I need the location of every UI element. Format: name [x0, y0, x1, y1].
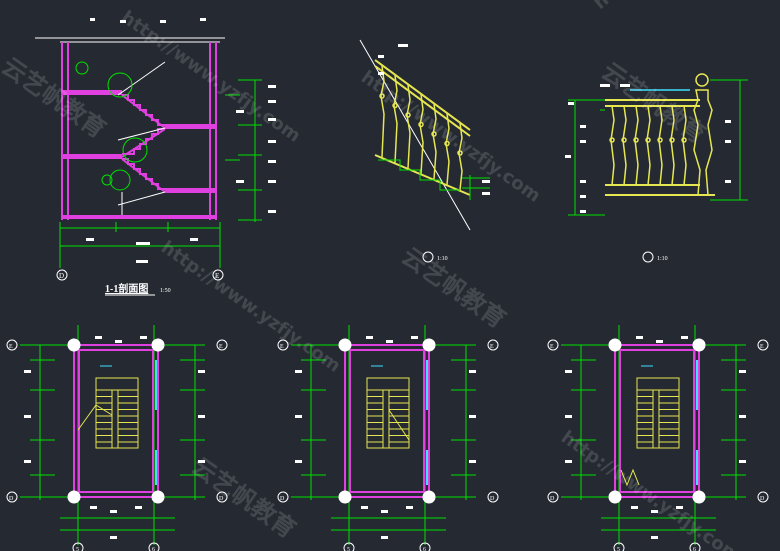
baluster	[406, 84, 411, 169]
baluster-knob	[444, 140, 450, 147]
watermark-brand-1: 云艺帆教育	[0, 52, 111, 144]
watermark-url-4: http://www.yzfjy.com	[590, 0, 767, 14]
axis-label: E	[219, 344, 223, 350]
stair-plans: E E D D 5 6 E E D D 5 6 E E D D 5 6	[6, 325, 769, 551]
section-1-1-drawing: D E 1-1剖面图 1:50	[35, 18, 276, 296]
baluster-knob	[633, 137, 639, 143]
section-axis-left: D	[59, 272, 64, 280]
baluster	[682, 105, 687, 186]
axis-label: D	[280, 496, 285, 502]
baluster-knob	[405, 112, 411, 118]
watermark-brand-3: 云艺帆教育	[597, 57, 711, 149]
baluster	[432, 103, 437, 180]
watermark-brand-2: 云艺帆教育	[397, 242, 511, 334]
section-axis-right: E	[215, 272, 219, 280]
section-scale: 1:50	[160, 288, 171, 294]
baluster-knob	[418, 121, 424, 128]
baluster	[646, 105, 651, 186]
axis-label: 6	[423, 547, 426, 551]
baluster	[458, 122, 463, 191]
baluster	[445, 113, 450, 185]
stair-plan-3: E E D D 5 6	[547, 325, 769, 551]
baluster	[610, 105, 615, 186]
baluster	[622, 105, 627, 186]
axis-label: E	[490, 344, 494, 350]
section-stair-flights	[121, 94, 166, 193]
axis-label: 5	[347, 547, 350, 551]
baluster-knob	[621, 137, 627, 143]
axis-label: E	[280, 344, 284, 350]
baluster-knob	[379, 93, 385, 99]
section-slabs	[62, 90, 216, 219]
baluster-knob	[645, 137, 651, 143]
baluster	[380, 65, 385, 158]
stair-plan-1: E E D D 5 6	[6, 325, 228, 551]
baluster	[658, 105, 663, 186]
railing-detail-angled: 1:10	[359, 39, 490, 263]
axis-label: D	[9, 496, 14, 502]
axis-label: E	[550, 344, 554, 350]
baluster-knob	[609, 137, 615, 143]
axis-label: 5	[617, 547, 620, 551]
axis-label: E	[760, 344, 764, 350]
watermark-url-5: http://www.yzfjy.com	[557, 427, 744, 551]
axis-label: D	[490, 496, 495, 502]
watermark-url-2: http://www.yzfjy.com	[357, 67, 544, 207]
railing-detail-elevation: 1:10	[565, 73, 748, 263]
axis-label: 6	[693, 547, 696, 551]
axis-label: D	[550, 496, 555, 502]
baluster-knob	[457, 150, 463, 156]
stair-plan-2: E E D D 5 6	[277, 325, 499, 551]
baluster-knob	[669, 137, 675, 143]
axis-label: D	[219, 496, 224, 502]
detail-scale-2: 1:10	[657, 256, 668, 262]
baluster-knob	[392, 102, 398, 109]
axis-label: 6	[152, 547, 155, 551]
baluster-knob	[657, 137, 663, 143]
axis-label: E	[9, 344, 13, 350]
baluster	[393, 75, 398, 163]
axis-bubble-d	[56, 269, 68, 281]
baluster	[419, 94, 424, 174]
baluster-knob	[431, 131, 437, 137]
watermark-url-3: http://www.yzfjy.com	[157, 237, 344, 377]
baluster	[634, 105, 639, 186]
axis-label: 5	[76, 547, 79, 551]
section-title: 1-1剖面图	[105, 282, 148, 295]
axis-bubble-e	[212, 269, 224, 281]
baluster	[670, 105, 675, 186]
baluster-knob	[681, 137, 687, 143]
detail-scale-1: 1:10	[437, 256, 448, 262]
axis-label: D	[760, 496, 765, 502]
